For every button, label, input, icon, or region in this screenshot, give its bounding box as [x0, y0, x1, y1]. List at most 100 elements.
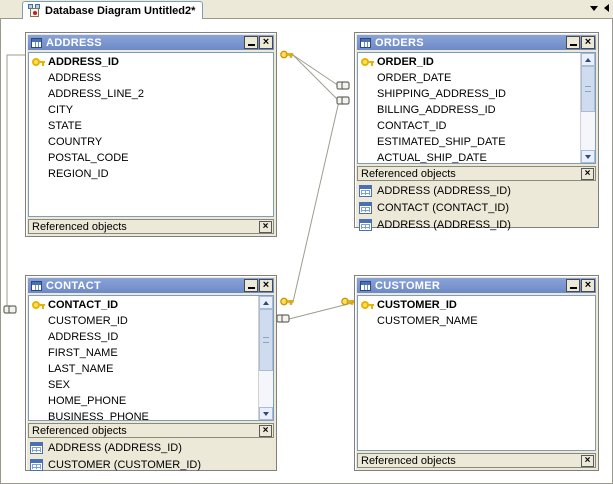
- column-name: ORDER_DATE: [377, 72, 452, 84]
- close-button[interactable]: ×: [259, 279, 273, 292]
- chevron-down-icon[interactable]: [590, 5, 598, 11]
- scroll-down-button[interactable]: [259, 407, 273, 420]
- column-name: HOME_PHONE: [48, 395, 127, 407]
- table-icon: [30, 441, 43, 454]
- referenced-objects-list-orders: ADDRESS (ADDRESS_ID) CONTACT (CONTACT_ID…: [357, 181, 596, 233]
- table-column-row[interactable]: ESTIMATED_SHIP_DATE: [358, 134, 580, 150]
- scrollbar-thumb[interactable]: [259, 309, 273, 371]
- vertical-scrollbar[interactable]: [580, 53, 595, 163]
- table-columns-area-orders[interactable]: ORDER_ID ORDER_DATE SHIPPING_ADDRESS_ID …: [357, 52, 596, 164]
- table-column-row[interactable]: HOME_PHONE: [29, 393, 258, 409]
- table-column-row[interactable]: LAST_NAME: [29, 361, 258, 377]
- column-name: ADDRESS_ID: [48, 331, 119, 343]
- referenced-objects-bar-orders[interactable]: Referenced objects ×: [357, 166, 596, 181]
- table-window-orders[interactable]: ORDERS × ORDER_ID ORDER_DATE SHIPPING_AD…: [354, 32, 599, 231]
- minimize-button[interactable]: [566, 36, 580, 49]
- referenced-object-label: ADDRESS (ADDRESS_ID): [377, 184, 511, 197]
- table-column-row[interactable]: STATE: [29, 118, 273, 134]
- table-columns-area-customer[interactable]: CUSTOMER_ID CUSTOMER_NAME: [357, 295, 596, 451]
- table-icon: [360, 280, 371, 291]
- referenced-objects-list-contact: ADDRESS (ADDRESS_ID) CUSTOMER (CUSTOMER_…: [28, 438, 274, 473]
- table-column-row[interactable]: ADDRESS_ID: [29, 54, 273, 70]
- primary-key-icon: [32, 300, 48, 310]
- table-column-row[interactable]: ORDER_ID: [358, 54, 580, 70]
- table-window-address[interactable]: ADDRESS × ADDRESS_ID ADDRESS ADDRESS_LIN…: [25, 32, 277, 237]
- table-columns-area-address[interactable]: ADDRESS_ID ADDRESS ADDRESS_LINE_2 CITY S…: [28, 52, 274, 217]
- column-name: STATE: [48, 120, 82, 132]
- referenced-objects-bar-customer[interactable]: Referenced objects ×: [357, 453, 596, 468]
- table-column-row[interactable]: ACTUAL_SHIP_DATE: [358, 150, 580, 163]
- table-column-row[interactable]: CONTACT_ID: [29, 297, 258, 313]
- scrollbar-thumb[interactable]: [581, 66, 595, 112]
- table-title-bar-contact[interactable]: CONTACT ×: [28, 278, 274, 293]
- column-name: REGION_ID: [48, 168, 109, 180]
- close-button[interactable]: ×: [259, 36, 273, 49]
- table-column-row[interactable]: ADDRESS_LINE_2: [29, 86, 273, 102]
- referenced-object-label: ADDRESS (ADDRESS_ID): [377, 218, 511, 231]
- table-window-customer[interactable]: CUSTOMER × CUSTOMER_ID CUSTOMER_NAME Ref…: [354, 275, 599, 471]
- referenced-object-item[interactable]: ADDRESS (ADDRESS_ID): [359, 216, 596, 233]
- minimize-button[interactable]: [244, 279, 258, 292]
- table-column-row[interactable]: COUNTRY: [29, 134, 273, 150]
- close-button[interactable]: ×: [581, 279, 595, 292]
- scrollbar-track[interactable]: [259, 309, 273, 407]
- primary-key-icon: [32, 57, 48, 67]
- column-name: BILLING_ADDRESS_ID: [377, 104, 496, 116]
- referenced-objects-close-icon[interactable]: ×: [259, 220, 272, 233]
- referenced-objects-close-icon[interactable]: ×: [581, 167, 594, 180]
- tab-strip: Database Diagram Untitled2*: [0, 0, 613, 19]
- referenced-objects-bar-address[interactable]: Referenced objects ×: [28, 219, 274, 234]
- table-title-bar-orders[interactable]: ORDERS ×: [357, 35, 596, 50]
- table-column-row[interactable]: CONTACT_ID: [358, 118, 580, 134]
- table-column-row[interactable]: CUSTOMER_NAME: [358, 313, 595, 329]
- column-name: ORDER_ID: [377, 56, 434, 68]
- referenced-object-item[interactable]: CONTACT (CONTACT_ID): [359, 199, 596, 216]
- table-column-row[interactable]: ADDRESS_ID: [29, 329, 258, 345]
- table-column-row[interactable]: CUSTOMER_ID: [29, 313, 258, 329]
- table-title-bar-address[interactable]: ADDRESS ×: [28, 35, 274, 50]
- table-window-contact[interactable]: CONTACT × CONTACT_ID CUSTOMER_ID ADDRESS…: [25, 275, 277, 471]
- table-name-label: ADDRESS: [46, 36, 102, 49]
- table-title-bar-customer[interactable]: CUSTOMER ×: [357, 278, 596, 293]
- referenced-object-item[interactable]: ADDRESS (ADDRESS_ID): [359, 182, 596, 199]
- relationship-line-contact-orders: [292, 100, 340, 303]
- referenced-object-label: CUSTOMER (CUSTOMER_ID): [48, 458, 201, 471]
- referenced-object-item[interactable]: ADDRESS (ADDRESS_ID): [30, 439, 274, 456]
- table-column-row[interactable]: SHIPPING_ADDRESS_ID: [358, 86, 580, 102]
- table-column-row[interactable]: REGION_ID: [29, 166, 273, 182]
- column-name: FIRST_NAME: [48, 347, 118, 359]
- database-diagram-icon: [28, 4, 41, 17]
- referenced-objects-bar-contact[interactable]: Referenced objects ×: [28, 423, 274, 438]
- table-column-row[interactable]: BUSINESS_PHONE: [29, 409, 258, 420]
- table-column-row[interactable]: ORDER_DATE: [358, 70, 580, 86]
- tab-database-diagram[interactable]: Database Diagram Untitled2*: [22, 1, 204, 19]
- close-button[interactable]: ×: [581, 36, 595, 49]
- table-column-row[interactable]: POSTAL_CODE: [29, 150, 273, 166]
- table-column-row[interactable]: SEX: [29, 377, 258, 393]
- scroll-down-button[interactable]: [581, 150, 595, 163]
- table-column-row[interactable]: BILLING_ADDRESS_ID: [358, 102, 580, 118]
- relationship-line-address-orders-billing: [292, 54, 340, 102]
- scroll-up-button[interactable]: [259, 296, 273, 309]
- table-columns-area-contact[interactable]: CONTACT_ID CUSTOMER_ID ADDRESS_ID FIRST_…: [28, 295, 274, 421]
- referenced-objects-close-icon[interactable]: ×: [581, 454, 594, 467]
- referenced-objects-label: Referenced objects: [361, 454, 456, 467]
- diagram-canvas[interactable]: ADDRESS × ADDRESS_ID ADDRESS ADDRESS_LIN…: [0, 19, 613, 484]
- diagram-canvas-inner: ADDRESS × ADDRESS_ID ADDRESS ADDRESS_LIN…: [1, 19, 612, 482]
- table-column-row[interactable]: FIRST_NAME: [29, 345, 258, 361]
- vertical-scrollbar[interactable]: [258, 296, 273, 420]
- column-name: LAST_NAME: [48, 363, 114, 375]
- scroll-left-icon[interactable]: [604, 4, 609, 12]
- referenced-objects-label: Referenced objects: [32, 220, 127, 233]
- referenced-object-label: ADDRESS (ADDRESS_ID): [48, 441, 182, 454]
- scroll-up-button[interactable]: [581, 53, 595, 66]
- minimize-button[interactable]: [566, 279, 580, 292]
- minimize-button[interactable]: [244, 36, 258, 49]
- table-column-row[interactable]: CUSTOMER_ID: [358, 297, 595, 313]
- referenced-object-item[interactable]: CUSTOMER (CUSTOMER_ID): [30, 456, 274, 473]
- table-column-row[interactable]: CITY: [29, 102, 273, 118]
- table-column-row[interactable]: ADDRESS: [29, 70, 273, 86]
- referenced-objects-close-icon[interactable]: ×: [259, 424, 272, 437]
- scrollbar-track[interactable]: [581, 66, 595, 150]
